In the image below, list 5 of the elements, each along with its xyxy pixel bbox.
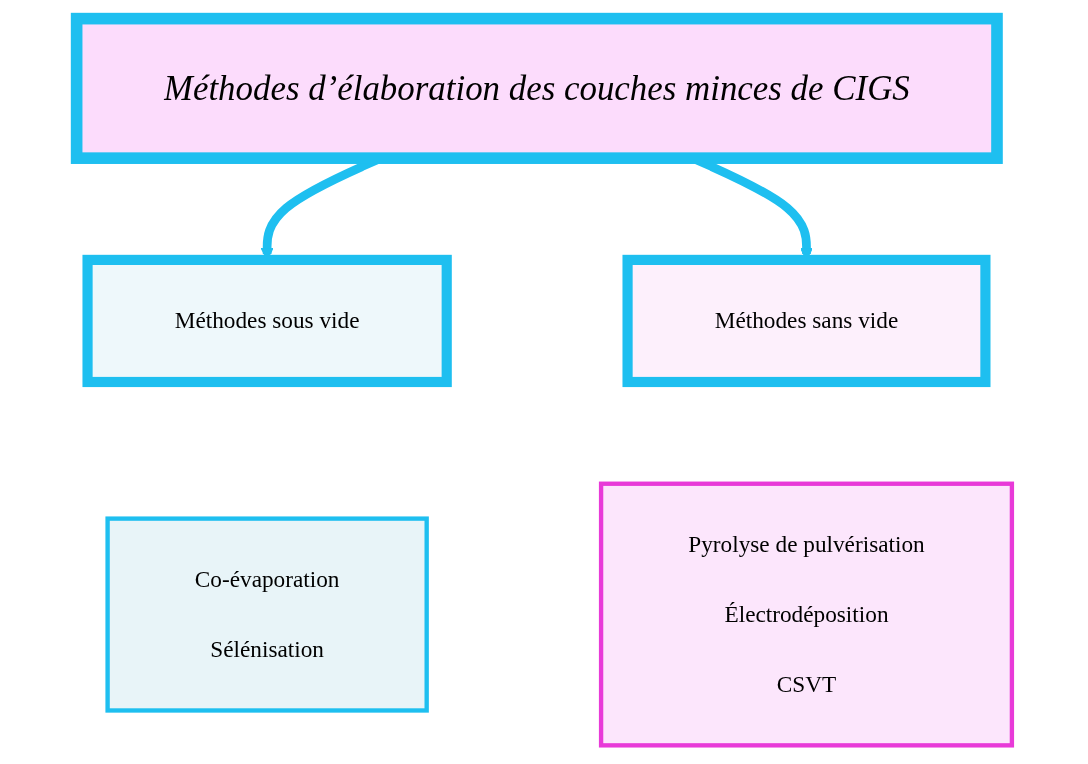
node-box: Méthodes sous vide [82, 254, 452, 388]
node-box: Méthodes sans vide [622, 254, 991, 388]
node-box: Co-évaporation Sélénisation [105, 516, 429, 713]
node-box: Pyrolyse de pulvérisation Électrodéposition CSVT [598, 481, 1014, 748]
node-box: Méthodes d’élaboration des couches minces de CIGS [70, 12, 1003, 164]
